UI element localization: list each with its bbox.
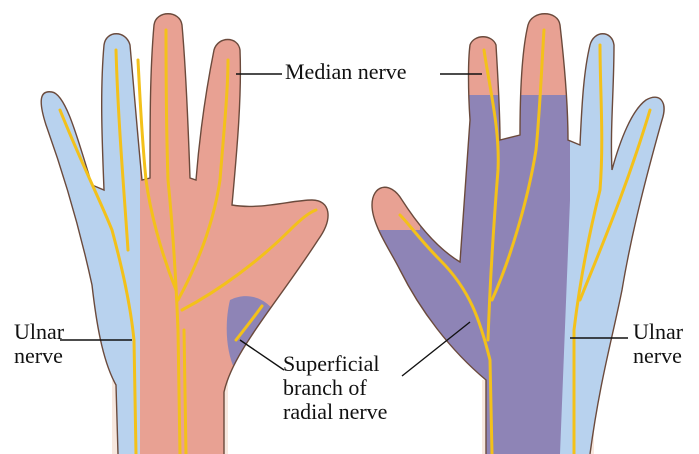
right-hand-dorsal [360, 0, 690, 454]
right-median-fingertips [460, 0, 575, 95]
superficial-line-1: Superficial [283, 352, 387, 376]
superficial-branch-label: Superficial branch of radial nerve [283, 352, 387, 424]
ulnar-nerve-label-left: Ulnar nerve [14, 320, 64, 368]
ulnar-nerve-label-right: Ulnar nerve [633, 320, 683, 368]
left-ulnar-region [30, 0, 140, 454]
superficial-line-2: branch of [283, 376, 387, 400]
ulnar-right-line-2: nerve [633, 344, 683, 368]
median-nerve-text: Median nerve [285, 60, 407, 84]
right-ulnar-region [560, 0, 690, 454]
right-radial-region [360, 90, 570, 454]
right-thumb-tip [360, 180, 420, 230]
median-nerve-label: Median nerve [285, 60, 407, 84]
ulnar-right-line-1: Ulnar [633, 320, 683, 344]
superficial-leader-left [240, 340, 284, 370]
ulnar-left-line-2: nerve [14, 344, 64, 368]
superficial-line-3: radial nerve [283, 400, 387, 424]
left-median-trunk-2 [184, 330, 186, 454]
ulnar-left-line-1: Ulnar [14, 320, 64, 344]
